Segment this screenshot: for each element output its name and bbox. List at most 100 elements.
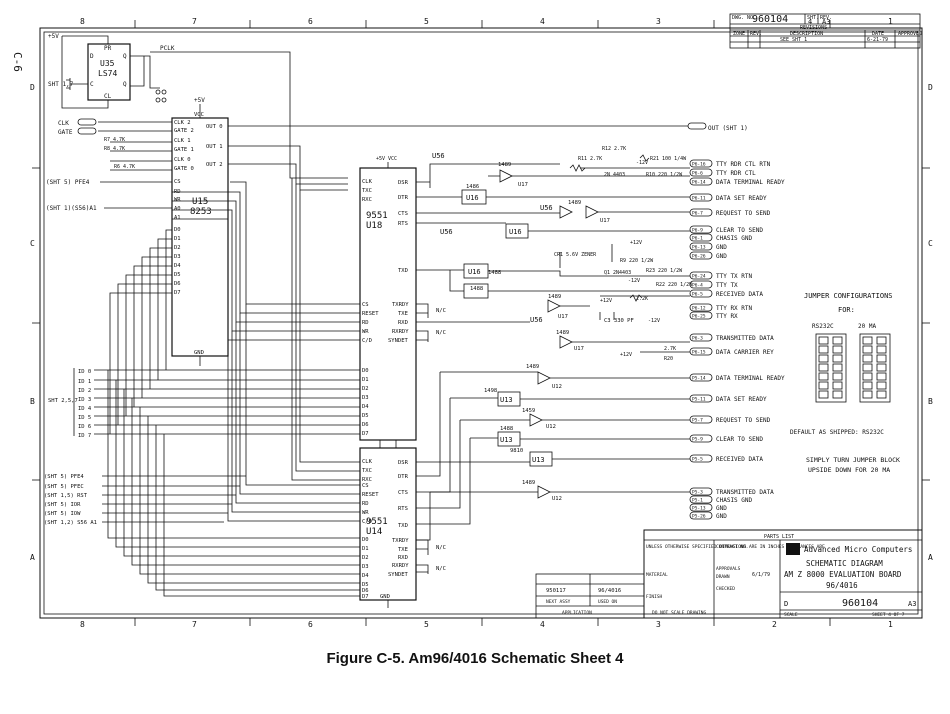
p6-signal-label-13: TTY RX	[716, 313, 738, 320]
zone-3-bottom: 3	[656, 620, 661, 629]
tb-rev: A3	[908, 600, 916, 608]
jumper-pin	[832, 381, 843, 390]
jumper-pin	[862, 336, 873, 345]
u35-ref: U35	[100, 59, 115, 68]
jumper-pins	[818, 336, 887, 399]
p5-pin-5	[689, 487, 713, 496]
p6-pin-label-0: P6-16	[692, 162, 706, 168]
u14-pin-txd: TXD	[398, 523, 408, 529]
tb-sheet: SHEET 4 OF 7	[872, 612, 905, 618]
u15-pin-gate2: GATE 2	[174, 128, 194, 134]
zone-8: 8	[80, 17, 85, 26]
p6-pin-label-5: P6-9	[692, 228, 703, 234]
u14-power-wires	[379, 440, 397, 608]
p5-pin-8	[689, 511, 713, 520]
u15-pin-d7: D7	[174, 290, 181, 296]
clk-label: CLK	[58, 120, 69, 127]
u18-pin-d7: D7	[362, 431, 369, 437]
u14-pin-rts: RTS	[398, 506, 408, 512]
p6-signal-label-0: TTY RDR CTL RTN	[716, 161, 771, 168]
figure-caption: Figure C-5. Am96/4016 Schematic Sheet 4	[326, 650, 624, 667]
bus-id5: ID 5	[78, 415, 91, 421]
tb-scale: SCALE	[784, 612, 798, 618]
m12-label-1: -12V	[636, 160, 648, 166]
p5-pin-label-0: P5-14	[692, 376, 706, 382]
rev-entry-description: SEE SHT 1	[780, 37, 807, 43]
p5-signal-label-7: GND	[716, 505, 727, 512]
p6-pin-10	[689, 280, 713, 289]
jumper-title: JUMPER CONFIGURATIONS	[804, 292, 893, 300]
r9-label: R9 220 1/2W	[620, 258, 654, 264]
tb-used-on: USED ON	[598, 599, 617, 605]
p6-signal-label-7: GND	[716, 244, 727, 251]
r-22k-label: 2.2K	[636, 296, 648, 302]
p6-signal-label-14: TRANSMITTED DATA	[716, 335, 774, 342]
bus-id0: ID 0	[78, 369, 91, 375]
jumper-flip-note-1: SIMPLY TURN JUMPER BLOCK	[806, 456, 900, 464]
zone-row-b: B	[30, 397, 35, 406]
u15-pin-clk2: CLK 2	[174, 120, 191, 126]
jumper-pin	[832, 345, 843, 354]
tb-assy-1: 950117	[546, 588, 566, 594]
tb-title-2: AM Z 8000 EVALUATION BOARD	[784, 570, 902, 579]
schematic-sheet: C-6 8 7 6 5 4 3 1 8 7 6 5 4 3 2 1 D C B …	[11, 13, 933, 629]
u35-output-wire	[130, 55, 160, 89]
u14-pin-cs: CS	[362, 483, 369, 489]
rev-sheet: 4	[808, 18, 812, 26]
zone-row-a: A	[30, 553, 35, 562]
p5-pin-7	[689, 503, 713, 512]
u14-gnd: GND	[380, 594, 390, 600]
u14-pin-dtr: DTR	[398, 474, 409, 480]
u18-pin-d4: D4	[362, 404, 369, 410]
r8-label: R8 4.7K	[104, 146, 125, 152]
rev-col-zone: ZONE	[733, 31, 745, 37]
u13-label-1: U13	[500, 396, 513, 404]
m12-label-3: -12V	[648, 318, 660, 324]
g9810: 9810	[510, 448, 523, 454]
u18-pin-d5: D5	[362, 413, 369, 419]
zone-row-d: D	[30, 83, 35, 92]
u35-pin-q: Q	[123, 53, 127, 60]
u18-nc-wires	[416, 303, 429, 342]
zone-1: 1	[888, 17, 893, 26]
u17-label-2: U17	[600, 218, 610, 224]
tb-do-not-scale: DO NOT SCALE DRAWING	[652, 610, 706, 616]
p6-pin-label-4: P6-7	[692, 211, 703, 217]
jumper-pin	[818, 363, 829, 372]
tb-title-1: SCHEMATIC DIAGRAM	[806, 559, 883, 568]
u16-label-1: U16	[466, 194, 479, 202]
m12-label-2: -12V	[628, 278, 640, 284]
control-bus-wires-u14	[227, 304, 360, 522]
r7-label: R7 4.7K	[104, 137, 125, 143]
u18-pin-cd: C/D	[362, 338, 372, 344]
u18-pin-txd: TXD	[398, 268, 408, 274]
p6-signal-label-3: DATA SET READY	[716, 195, 767, 202]
zone-ticks	[32, 20, 930, 626]
rev-dwg-no: 960104	[752, 14, 788, 25]
p6-signal-label-1: TTY RDR CTL	[716, 170, 756, 177]
sheet-inner-border	[43, 31, 919, 615]
u15-pin-a0: A0	[174, 206, 181, 212]
p6-pin-12	[689, 303, 713, 312]
u17-label-4: U17	[574, 346, 584, 352]
data-bus-sht-label: SHT 2,5,7	[48, 398, 78, 404]
p6-pin-4	[689, 208, 713, 217]
p6-pin-2	[689, 177, 713, 186]
u18-pin-syndet: SYNDET	[388, 338, 409, 344]
u15-plus5v: +5V	[194, 97, 205, 104]
r10-label: R10 220 1/2W	[646, 172, 683, 178]
u14-output-wires	[416, 372, 471, 541]
u18-part: 9551	[366, 211, 388, 221]
u17-label-3: U17	[558, 314, 568, 320]
tb-drawn: DRAWN	[716, 574, 730, 580]
cr1-label: CR1 5.6V ZENER	[554, 252, 597, 258]
zone-1-bottom: 1	[888, 620, 893, 629]
tb-next-assy: NEXT ASSY	[546, 599, 571, 605]
g1488-3: 1488	[500, 426, 513, 432]
jumper-pin	[876, 390, 887, 399]
p6-signal-label-2: DATA TERMINAL READY	[716, 179, 785, 186]
jumper-pin	[862, 390, 873, 399]
p6-pin-7	[689, 242, 713, 251]
zone-5-bottom: 5	[424, 620, 429, 629]
u18-pin-rxrdy: RXRDY	[392, 329, 409, 335]
